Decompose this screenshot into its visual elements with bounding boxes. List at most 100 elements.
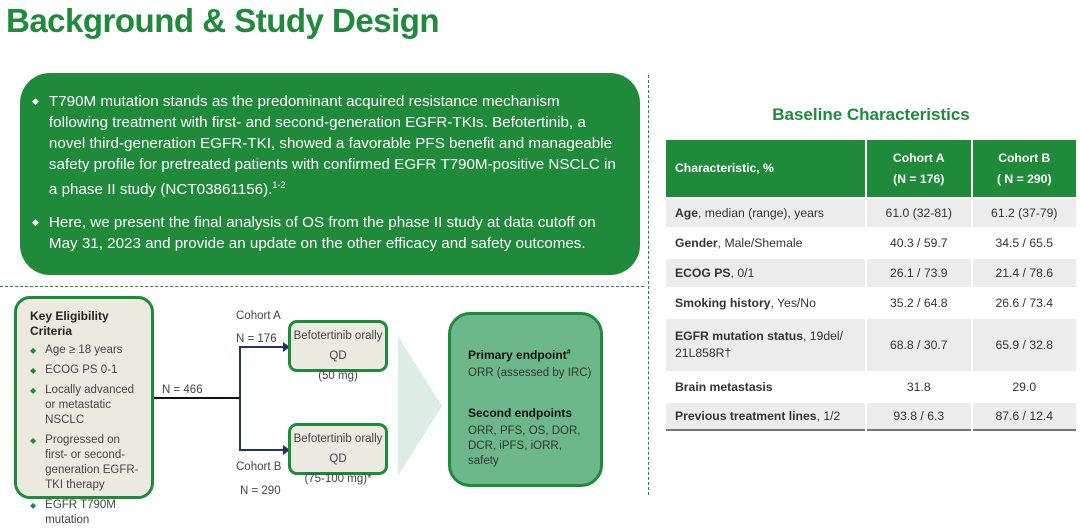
branch-line xyxy=(239,346,241,450)
cohort-b-value: 29.0 xyxy=(1012,380,1037,394)
characteristic-name: Gender xyxy=(675,236,718,250)
arrow-a xyxy=(239,346,285,348)
characteristic-name: EGFR mutation status xyxy=(675,329,803,343)
cohort-b-box: Befotertinib orally QD (75-100 mg)* xyxy=(288,423,388,485)
header-cohort-a: Cohort A (N = 176) xyxy=(867,140,971,197)
arrowhead-icon xyxy=(283,445,290,455)
characteristic-cell: ECOG PS, 0/1 xyxy=(666,259,865,287)
criteria-text: EGFR T790M mutation xyxy=(45,499,116,526)
criteria-item: ◆ Progressed on first- or second-generati… xyxy=(30,433,145,493)
cohort-a-n: N = 176 xyxy=(236,333,277,345)
cohort-a-value: 31.8 xyxy=(906,380,931,394)
cohort-b-value: 65.9 / 32.8 xyxy=(972,319,1076,371)
header-line: Cohort B xyxy=(998,150,1051,165)
table-row: Gender, Male/Shemale 40.3 / 59.7 34.5 / 65… xyxy=(666,229,1076,257)
characteristic-cell: Previous treatment lines, 1/2 xyxy=(666,403,865,431)
table-row: EGFR mutation status, 19del/ 21L858R†68.… xyxy=(666,319,1076,371)
table-row: Smoking history, Yes/No 35.2 / 64.8 26.6 /… xyxy=(666,289,1076,317)
criteria-text: Age ≥ 18 years xyxy=(45,344,123,356)
drug-text: Befotertinib orally QD xyxy=(293,433,383,465)
cohort-a-value: 61.0 (32-81) xyxy=(867,199,971,227)
dose-text: (50 mg) xyxy=(318,370,358,382)
diamond-bullet-icon: ◆ xyxy=(30,366,37,375)
characteristic-cell: Brain metastasis xyxy=(666,373,865,401)
criteria-item: ◆ Locally advanced or metastatic NSCLC xyxy=(30,383,145,428)
cohort-a-value: 68.8 / 30.7 xyxy=(867,319,971,371)
diamond-bullet-icon: ◆ xyxy=(32,96,39,106)
cohort-b-n: N = 290 xyxy=(240,485,281,497)
cohort-a-value: 93.8 / 6.3 xyxy=(867,403,971,431)
header-characteristic: Characteristic, % xyxy=(666,140,865,197)
characteristic-cell: Smoking history, Yes/No xyxy=(666,289,865,317)
diamond-bullet-icon: ◆ xyxy=(30,346,37,355)
cohort-a-label: Cohort A xyxy=(236,310,281,322)
cohort-b-value: 21.4 / 78.6 xyxy=(972,259,1076,287)
cohort-b-value: 26.6 / 73.4 xyxy=(995,296,1054,310)
arrowhead-icon xyxy=(283,342,290,352)
bullet-text: Here, we present the final analysis of O… xyxy=(48,214,596,253)
connector-line xyxy=(154,397,240,399)
cohort-b-label: Cohort B xyxy=(236,461,282,473)
characteristic-detail: , 1/2 xyxy=(816,409,841,423)
footnote-mark: # xyxy=(566,349,571,356)
baseline-table: Characteristic, % Cohort A (N = 176) Coho… xyxy=(664,138,1078,433)
diamond-bullet-icon: ◆ xyxy=(32,217,39,228)
secondary-endpoints: ORR, PFS, OS, DOR, DCR, iPFS, iORR, safe… xyxy=(468,425,581,467)
total-n: N = 466 xyxy=(162,384,203,396)
characteristic-name: ECOG PS xyxy=(675,266,731,280)
arrow-b xyxy=(239,449,285,451)
intro-bullet: ◆ Here, we present the final analysis of … xyxy=(32,212,620,254)
characteristic-cell: Age, median (range), years xyxy=(666,199,865,227)
characteristic-name: Smoking history xyxy=(675,296,771,310)
vertical-divider xyxy=(648,75,649,495)
secondary-endpoint-title: Second endpoints xyxy=(468,406,573,420)
intro-box: ◆ T790M mutation stands as the predominan… xyxy=(20,73,640,275)
header-line: Cohort A xyxy=(892,150,945,165)
characteristic-detail: , median (range), years xyxy=(698,206,825,220)
horizontal-divider xyxy=(0,286,644,287)
header-cohort-b: Cohort B ( N = 290) xyxy=(972,140,1076,197)
eligibility-title: Key Eligibility Criteria xyxy=(30,309,109,338)
cohort-a-value: 35.2 / 64.8 xyxy=(889,296,948,310)
eligibility-box: Key Eligibility Criteria ◆ Age ≥ 18 years… xyxy=(14,296,154,526)
dose-text: (75-100 mg)* xyxy=(304,473,372,485)
chevron-arrow-icon xyxy=(398,336,442,476)
diamond-bullet-icon: ◆ xyxy=(30,386,37,395)
endpoints-box: Primary endpoint# ORR (assessed by IRC) … xyxy=(448,312,603,487)
characteristic-name: Previous treatment lines xyxy=(675,409,817,423)
characteristic-detail: , 0/1 xyxy=(730,266,755,280)
table-title: Baseline Characteristics xyxy=(772,105,970,124)
drug-text: Befotertinib orally QD xyxy=(293,330,383,362)
cohort-b-value: 61.2 (37-79) xyxy=(972,199,1076,227)
criteria-text: ECOG PS 0-1 xyxy=(45,364,118,376)
criteria-item: ◆ EGFR T790M mutation xyxy=(30,498,145,528)
characteristic-cell: Gender, Male/Shemale xyxy=(666,229,865,257)
bullet-text: T790M mutation stands as the predominant… xyxy=(48,93,616,199)
header-line: (N = 176) xyxy=(893,171,945,186)
criteria-item: ◆ ECOG PS 0-1 xyxy=(30,363,145,378)
criteria-text: Locally advanced or metastatic NSCLC xyxy=(45,384,135,426)
characteristic-cell: EGFR mutation status, 19del/ 21L858R† xyxy=(666,319,865,371)
header-line: ( N = 290) xyxy=(996,171,1052,186)
cohort-b-value: 34.5 / 65.5 xyxy=(995,236,1054,250)
characteristic-name: Brain metastasis xyxy=(675,380,773,394)
primary-endpoint: ORR (assessed by IRC) xyxy=(468,367,592,379)
page-title: Background & Study Design xyxy=(6,2,440,39)
diamond-bullet-icon: ◆ xyxy=(30,501,37,510)
table-header-row: Characteristic, % Cohort A (N = 176) Coho… xyxy=(666,140,1076,197)
table-row: Brain metastasis 31.8 29.0 xyxy=(666,373,1076,401)
cohort-a-value: 26.1 / 73.9 xyxy=(867,259,971,287)
diamond-bullet-icon: ◆ xyxy=(30,436,37,445)
characteristic-detail: , 19del/ 21L858R† xyxy=(675,329,843,360)
cohort-a-box: Befotertinib orally QD (50 mg) xyxy=(288,320,388,382)
criteria-text: Progressed on first- or second-generatio… xyxy=(45,434,139,491)
characteristic-name: Age xyxy=(675,206,699,220)
cohort-a-value: 40.3 / 59.7 xyxy=(889,236,948,250)
cohort-b-value: 87.6 / 12.4 xyxy=(972,403,1076,431)
criteria-item: ◆ Age ≥ 18 years xyxy=(30,343,145,358)
intro-bullet: ◆ T790M mutation stands as the predominan… xyxy=(32,91,620,200)
primary-endpoint-title: Primary endpoint xyxy=(468,348,567,362)
characteristic-detail: , Yes/No xyxy=(770,296,816,310)
